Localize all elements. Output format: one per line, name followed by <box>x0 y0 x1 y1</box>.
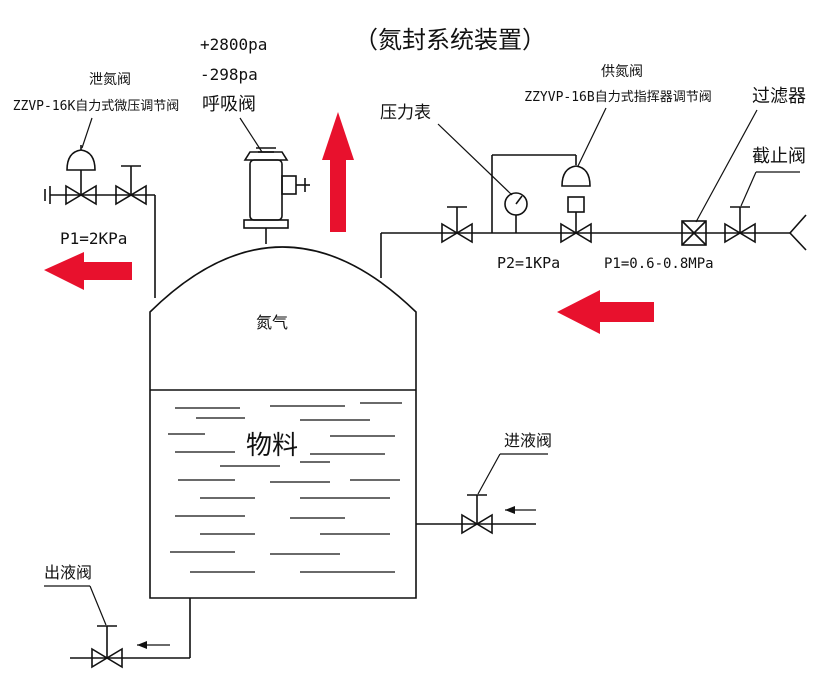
supply-regulator-valve <box>560 165 592 244</box>
outlet-valve-label: 出液阀 <box>44 563 92 582</box>
breather-valve-label: 呼吸阀 <box>202 94 256 115</box>
supply-manual-valve <box>441 206 473 244</box>
filter-label: 过滤器 <box>752 86 806 107</box>
supply-valve-name: 供氮阀 <box>601 64 643 80</box>
tank: 氮气 物料 <box>149 246 417 599</box>
pressure-gauge-label: 压力表 <box>380 103 431 123</box>
vent-line <box>44 186 156 298</box>
filter <box>681 220 707 246</box>
pressure-gauge <box>504 192 528 233</box>
vent-direction-arrow <box>44 252 132 290</box>
exhaust-up-arrow <box>322 112 354 232</box>
stop-valve <box>724 206 756 244</box>
liquid-dashes <box>168 402 402 573</box>
supply-line <box>380 154 807 278</box>
breather-neg-pressure: -298pa <box>200 65 258 84</box>
p1-supply-label: P1=0.6-0.8MPa <box>604 256 714 272</box>
outlet-line <box>70 598 191 659</box>
supply-direction-arrow <box>557 290 654 334</box>
stop-valve-label: 截止阀 <box>752 146 806 167</box>
diagram-title: （氮封系统装置） <box>354 26 546 54</box>
breather-pos-pressure: +2800pa <box>200 35 267 54</box>
p2-label: P2=1KPa <box>497 254 560 272</box>
material-label: 物料 <box>246 431 298 461</box>
nitrogen-label: 氮气 <box>256 313 288 332</box>
inlet-flow-arrow <box>505 506 536 514</box>
supply-valve-model: ZZYVP-16B自力式指挥器调节阀 <box>524 90 711 105</box>
vent-valve-name: 泄氮阀 <box>89 72 131 88</box>
vent-pressure-label: P1=2KPa <box>60 229 127 248</box>
vent-regulator-valve <box>65 145 97 206</box>
inlet-valve-label: 进液阀 <box>504 431 552 450</box>
inlet-valve <box>461 494 493 535</box>
vent-valve-model: ZZVP-16K自力式微压调节阀 <box>13 99 180 114</box>
outlet-flow-arrow <box>137 641 170 649</box>
vent-manual-valve <box>115 165 147 206</box>
breather-valve <box>243 147 310 244</box>
outlet-valve <box>91 625 123 669</box>
